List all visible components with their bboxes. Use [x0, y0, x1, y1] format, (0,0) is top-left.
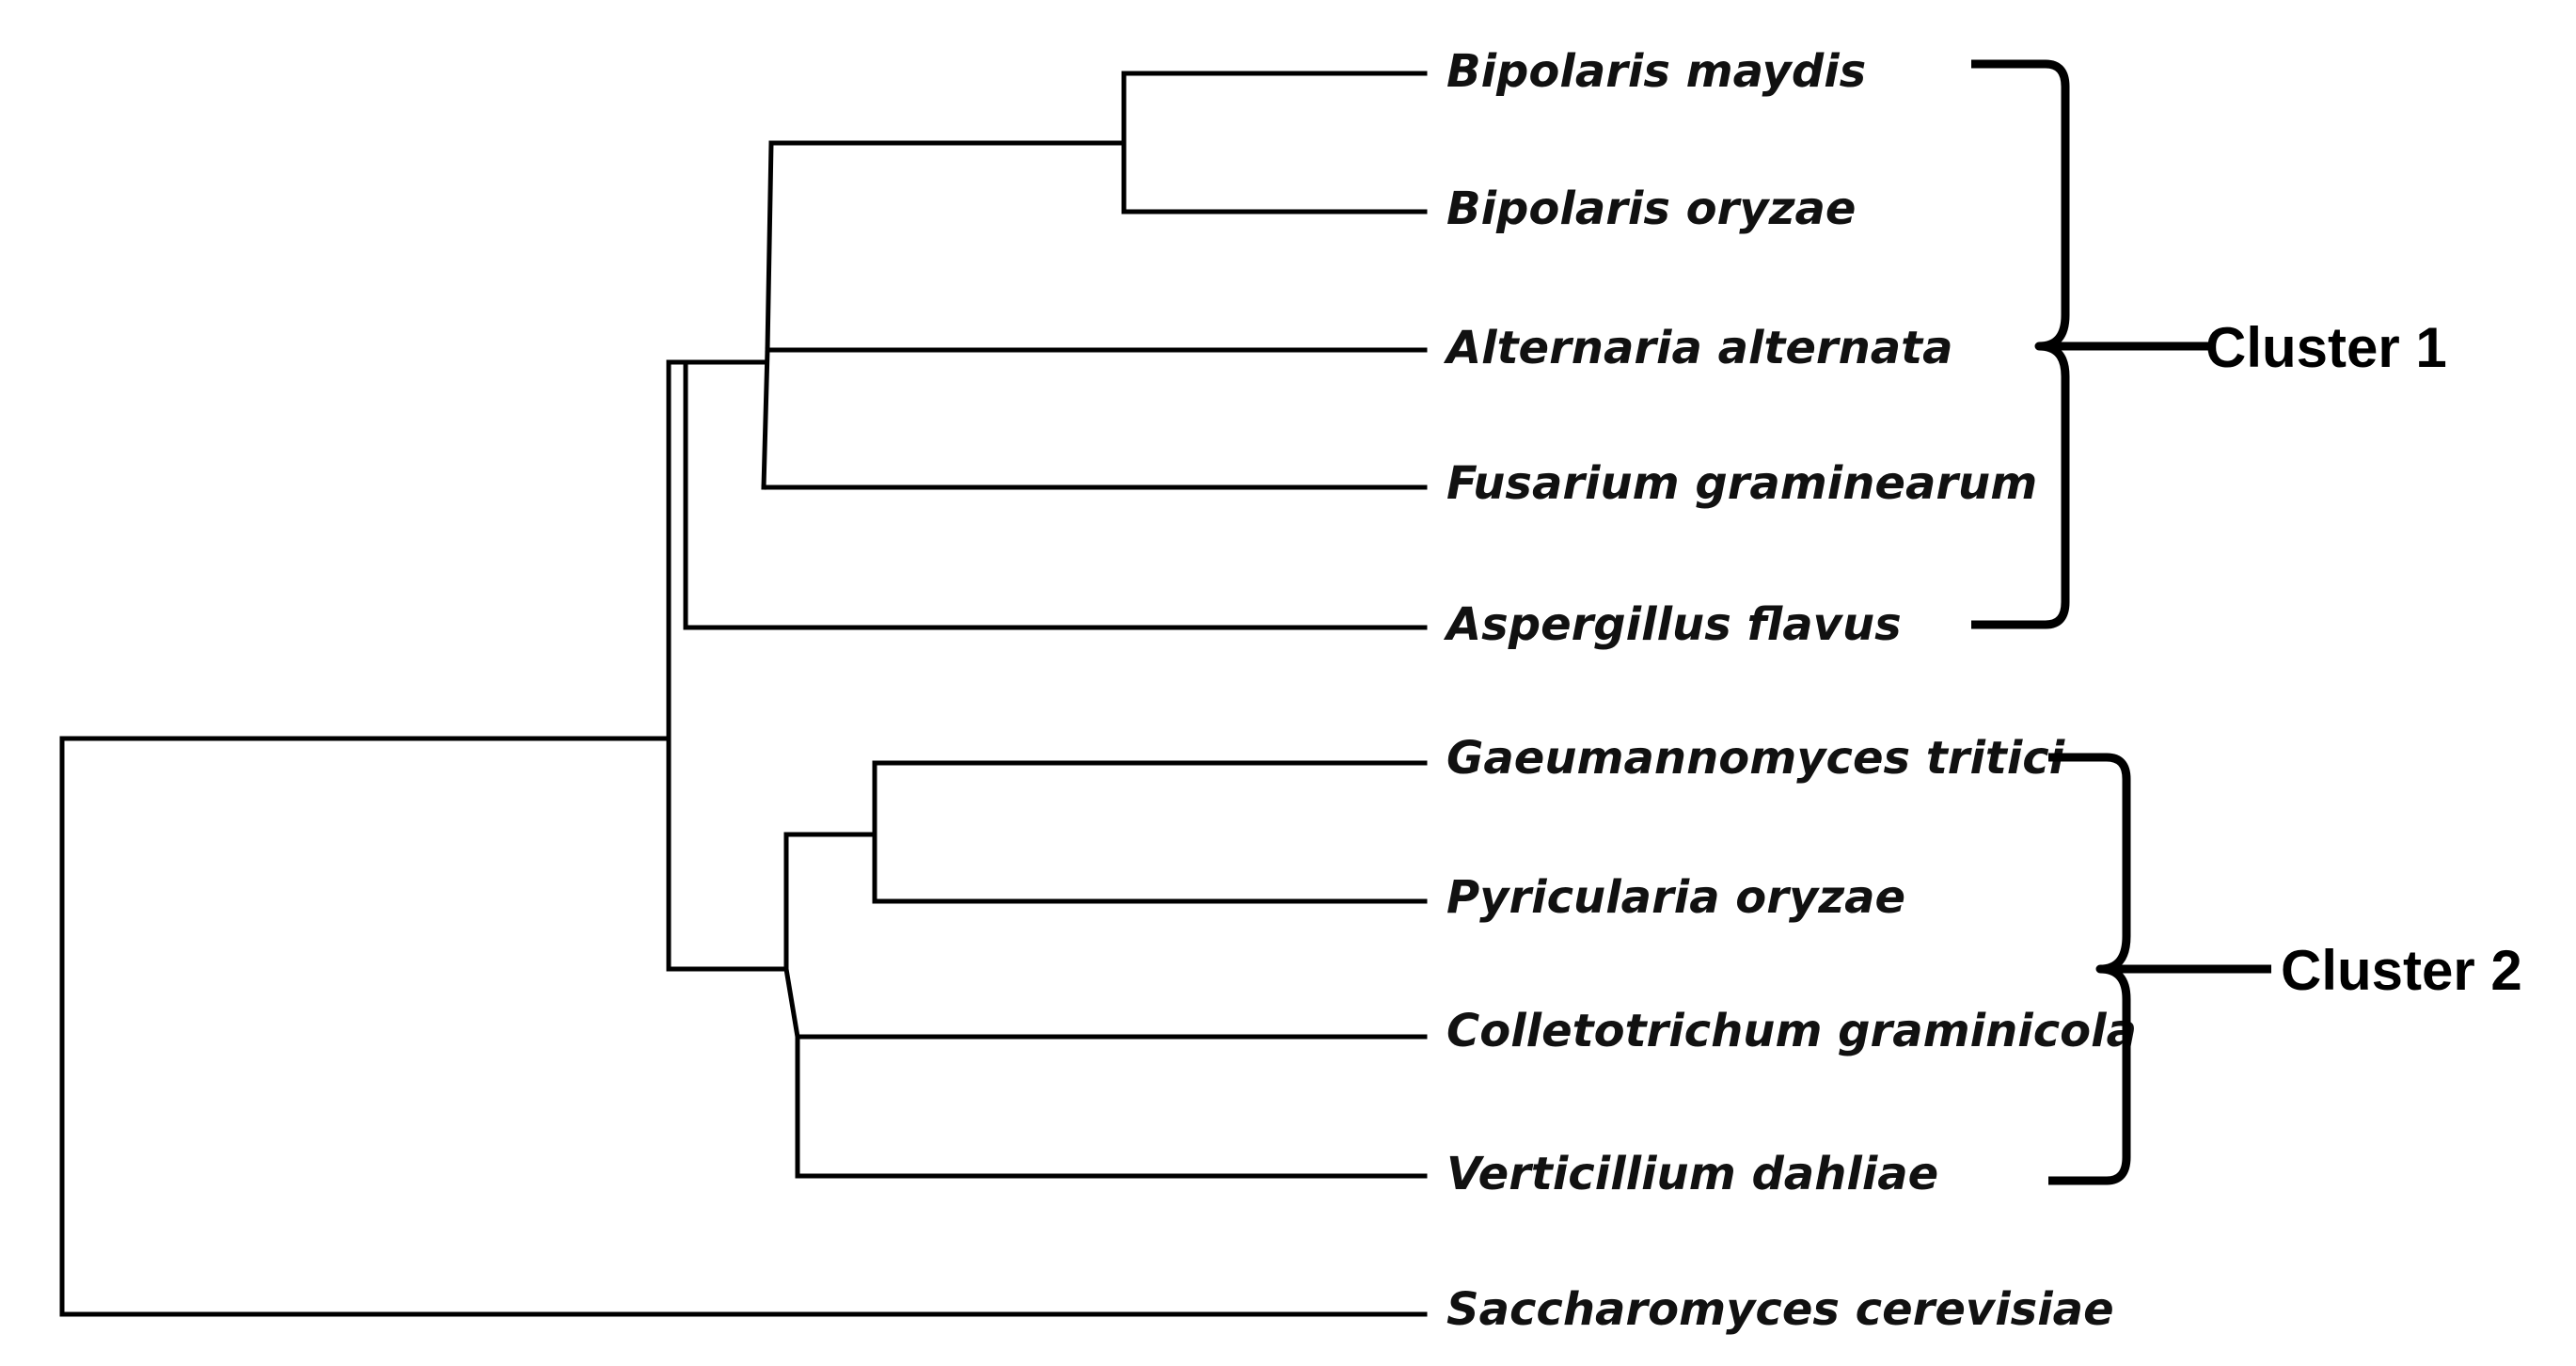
taxon-labels: Bipolaris maydis Bipolaris oryzae Altern… [1443, 45, 2137, 1336]
cluster-1-label: Cluster 1 [2205, 316, 2447, 379]
taxon-label: Gaeumannomyces tritici [1446, 732, 2065, 785]
taxon-label: Colletotrichum graminicola [1446, 1005, 2137, 1057]
cluster-2-label: Cluster 2 [2281, 939, 2522, 1002]
taxon-label: Bipolaris maydis [1446, 45, 1866, 98]
taxon-label: Pyricularia oryzae [1446, 871, 1905, 924]
taxon-label: Alternaria alternata [1443, 322, 1952, 374]
tree-branches [59, 71, 1428, 1317]
taxon-label: Aspergillus flavus [1443, 598, 1902, 651]
cluster-2-bracket [2048, 753, 2271, 1185]
taxon-label: Fusarium graminearum [1446, 457, 2037, 510]
taxon-label: Saccharomyces cerevisiae [1446, 1283, 2114, 1336]
cluster-1-bracket [1971, 59, 2210, 629]
tree-branch [761, 347, 770, 490]
taxon-label: Bipolaris oryzae [1446, 183, 1856, 235]
taxon-label: Verticillium dahliae [1446, 1148, 1938, 1200]
tree-branch [783, 966, 800, 1040]
tree-branch [765, 140, 774, 353]
